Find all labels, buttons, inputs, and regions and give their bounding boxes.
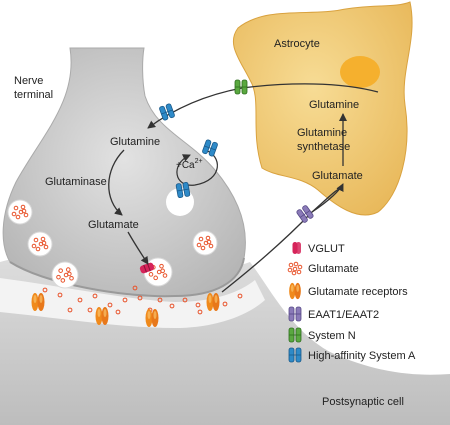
astrocyte-nucleus (340, 56, 380, 88)
receptor-icon (289, 282, 301, 300)
glutamate-dot (197, 309, 203, 315)
legend-systemn: System N (288, 327, 356, 343)
vesicle (7, 199, 33, 225)
glutaminase-label: Glutaminase (45, 176, 107, 188)
legend-systemn-label: System N (308, 330, 356, 342)
glutamate-dot (77, 297, 83, 303)
glutamate-dot (157, 297, 163, 303)
glutamate-dot (222, 301, 228, 307)
glutamate-dot (67, 307, 73, 313)
legend-eaat-label: EAAT1/EAAT2 (308, 309, 379, 321)
legend-vglut-label: VGLUT (308, 243, 345, 255)
arrow-glutamine-to-glutamate (108, 149, 125, 216)
nerve-terminal-label-2: terminal (14, 89, 53, 101)
astro-glutamate-label: Glutamate (312, 170, 363, 182)
arrow-calcium-cycle (176, 149, 218, 186)
postsynaptic-label: Postsynaptic cell (322, 396, 404, 408)
legend-vglut: VGLUT (292, 242, 345, 255)
astrocyte-label: Astrocyte (274, 38, 320, 50)
receptor (289, 282, 301, 300)
synthetase-label: Glutamine (297, 127, 347, 139)
vesicle (192, 230, 218, 256)
glutamate-dot (92, 293, 98, 299)
glutamate-dot (107, 302, 113, 308)
glutamate-dot (237, 293, 243, 299)
arrow-glutamate-to-vesicle (127, 231, 149, 265)
legend-glutamate-label: Glutamate (308, 263, 359, 275)
glutamate-dot (169, 303, 175, 309)
receptor (206, 293, 220, 311)
system-a-transporter-vesicle-2 (175, 181, 191, 199)
legend-receptors-label: Glutamate receptors (308, 286, 408, 298)
legend-receptors: Glutamate receptors (289, 282, 408, 300)
vglut-icon (292, 242, 301, 254)
legend-systema: High-affinity System A (288, 347, 416, 363)
eaat-transporter (296, 205, 314, 223)
synaptic-cleft (0, 278, 265, 328)
glutamate-dot (87, 307, 93, 313)
system-a-transporter-vesicle-1 (202, 139, 218, 157)
vesicle (27, 231, 53, 257)
glutamate-dot (195, 302, 201, 308)
neuron-glutamine-label: Glutamine (110, 136, 160, 148)
neuron-glutamate-label: Glutamate (88, 219, 139, 231)
glutamate-receptors (31, 293, 220, 327)
vesicle (143, 257, 173, 287)
receptor (145, 309, 159, 327)
glutamate-dot (132, 285, 138, 291)
glutamate-dot (42, 287, 48, 293)
glutamate-dot (57, 292, 63, 298)
receptor (31, 293, 45, 311)
glutamate-cluster-icon (287, 261, 303, 276)
arrow-eaat-up (311, 183, 344, 213)
glutamate-vesicles (7, 199, 218, 289)
glutamate-dot (182, 297, 188, 303)
glutamate-dot (115, 309, 121, 315)
eaat-transporter-icon (288, 306, 302, 322)
nerve-terminal-label: Nerve (14, 75, 43, 87)
system-n-transporter (234, 79, 248, 95)
system-n-icon (288, 327, 302, 343)
legend-glutamate: Glutamate (287, 261, 359, 276)
system-a-transporter-top (159, 103, 175, 121)
legend: VGLUT Glutamate Glutamate receptors EAAT… (287, 242, 416, 363)
receptor (95, 307, 109, 325)
legend-eaat: EAAT1/EAAT2 (288, 306, 379, 322)
astro-glutamine-label: Glutamine (309, 99, 359, 111)
astrocyte-cell (232, 1, 413, 216)
glutamate-dot (137, 295, 143, 301)
synthetase-label-2: synthetase (297, 141, 350, 153)
vesicle (51, 261, 79, 289)
calcium-label: +Ca2+ (176, 158, 203, 171)
legend-systema-label: High-affinity System A (308, 350, 416, 362)
system-a-icon (288, 347, 302, 363)
presynaptic-membrane (9, 257, 245, 298)
glutamate-dot (122, 297, 128, 303)
